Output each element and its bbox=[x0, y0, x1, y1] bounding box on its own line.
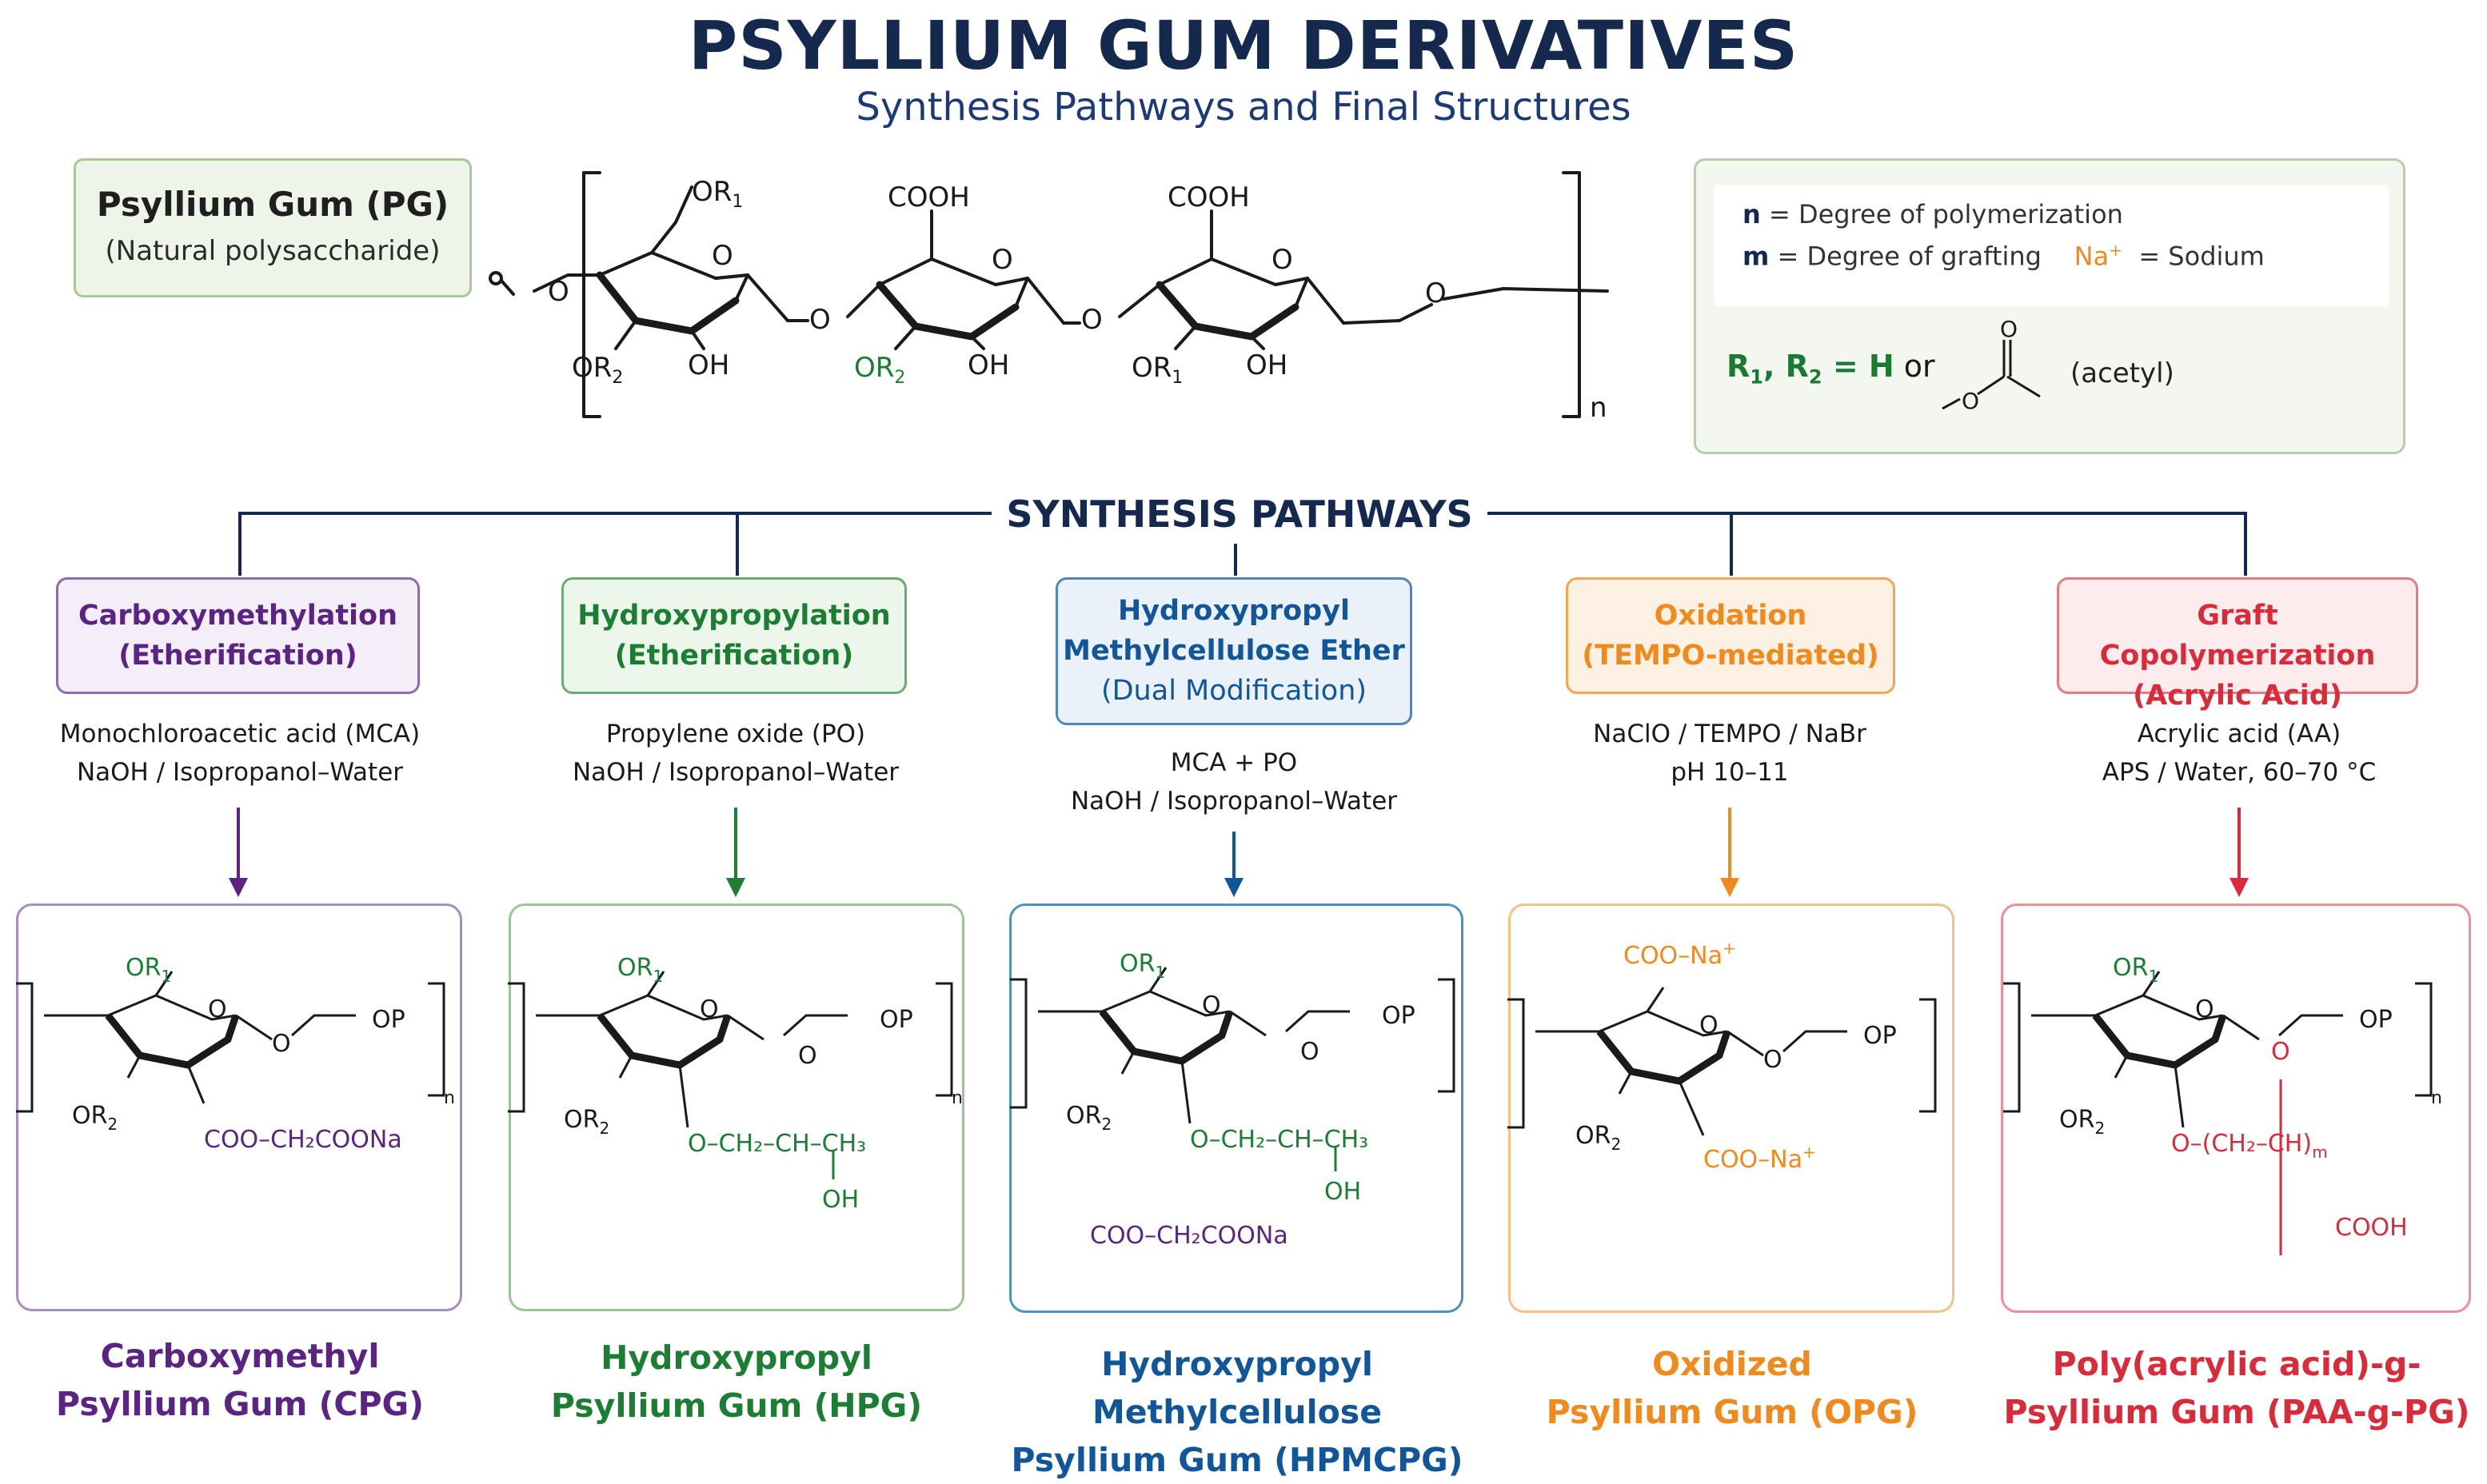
structure-paa-g-pg: OR1 O O OP OR2 O–(CH₂–CH)m COOH n bbox=[2003, 954, 2442, 1255]
pg-o-link-1: O bbox=[809, 304, 831, 336]
hpmcpg-substituent: O–CH₂–CH–CH₃ bbox=[1190, 1126, 1368, 1154]
structure-box-opg bbox=[1508, 904, 1954, 1313]
svg-text:O: O bbox=[2195, 995, 2214, 1023]
pg-o-end: O bbox=[1425, 277, 1447, 309]
diagram-page: PSYLLIUM GUM DERIVATIVES Synthesis Pathw… bbox=[0, 6, 2471, 1479]
svg-text:OR2: OR2 bbox=[564, 1106, 609, 1138]
reagents-paa-g-pg: Acrylic acid (AA)APS / Water, 60–70 °C bbox=[2102, 720, 2377, 787]
pg-o-1: O bbox=[548, 276, 569, 308]
svg-text:OP: OP bbox=[372, 1006, 405, 1034]
svg-text:O: O bbox=[1300, 1038, 1319, 1066]
svg-text:n: n bbox=[444, 1088, 455, 1108]
pg-oh-b: OH bbox=[968, 349, 1009, 381]
psyllium-gum-description: (Natural polysaccharide) bbox=[105, 235, 441, 267]
pathway-arrows bbox=[229, 808, 2249, 897]
svg-text:OR1: OR1 bbox=[617, 954, 663, 986]
method-box-graft-copolymerization: Graft Copolymerization(Acrylic Acid) bbox=[2057, 577, 2418, 712]
psyllium-gum-box: Psyllium Gum (PG) (Natural polysaccharid… bbox=[74, 158, 472, 297]
psyllium-gum-structure: O OR1 O OR2 OH O COOH O OR2 OH O COOH O … bbox=[489, 171, 1609, 424]
svg-text:OP: OP bbox=[880, 1006, 913, 1034]
method-box-oxidation: Oxidation(TEMPO-mediated) bbox=[1566, 577, 1895, 694]
page-subtitle: Synthesis Pathways and Final Structures bbox=[856, 85, 1631, 130]
pg-or2-b: OR2 bbox=[854, 352, 905, 388]
opg-substituent: COO–Na+ bbox=[1703, 1143, 1816, 1174]
pg-oh-a: OH bbox=[688, 349, 729, 381]
hpmcpg-substituent-2: COO–CH₂COONa bbox=[1090, 1222, 1288, 1250]
pg-oh-c: OH bbox=[1246, 349, 1287, 381]
structure-box-cpg bbox=[16, 904, 462, 1311]
pg-or1-a: OR1 bbox=[692, 176, 743, 212]
svg-text:COO–Na+: COO–Na+ bbox=[1623, 939, 1736, 970]
derivative-structures: OR1 O O OP OR2 COO–CH₂COONa n OR1 O O OP… bbox=[0, 939, 2442, 1255]
legend-n: n = Degree of polymerization bbox=[1742, 199, 2123, 229]
svg-text:O: O bbox=[272, 1030, 291, 1058]
structure-box-hpg bbox=[509, 904, 964, 1311]
acetyl-label: (acetyl) bbox=[2070, 357, 2174, 389]
pg-o-link-2: O bbox=[1081, 304, 1103, 336]
legend-box: n = Degree of polymerization m = Degree … bbox=[1694, 158, 2405, 454]
cpg-substituent: COO–CH₂COONa bbox=[204, 1126, 402, 1154]
svg-text:COOH: COOH bbox=[2335, 1214, 2408, 1242]
svg-text:OR1: OR1 bbox=[1120, 950, 1165, 982]
acetyl-o: O bbox=[1962, 388, 1979, 414]
acetyl-structure: O O bbox=[1942, 321, 2041, 414]
legend-m: m = Degree of grafting Na+ = Sodium bbox=[1742, 241, 2265, 272]
svg-text:O: O bbox=[1699, 1011, 1719, 1039]
pg-ring-o-3: O bbox=[1271, 244, 1293, 276]
svg-text:O: O bbox=[1763, 1046, 1782, 1074]
svg-text:OR1: OR1 bbox=[126, 954, 171, 986]
svg-text:O: O bbox=[208, 995, 227, 1023]
svg-text:OR2: OR2 bbox=[72, 1102, 118, 1134]
svg-text:OR2: OR2 bbox=[2059, 1106, 2105, 1138]
pathway-connectors bbox=[238, 512, 2247, 576]
synthesis-pathways-label: SYNTHESIS PATHWAYS bbox=[992, 493, 1487, 536]
pg-ring-o-2: O bbox=[992, 244, 1013, 276]
svg-text:O: O bbox=[798, 1042, 817, 1070]
legend-r-groups: R1, R2 = H or bbox=[1727, 349, 1935, 389]
pg-cooh-b: COOH bbox=[1168, 182, 1250, 213]
reagents-cpg: Monochloroacetic acid (MCA)NaOH / Isopro… bbox=[59, 720, 421, 787]
pg-or2-a: OR2 bbox=[572, 352, 623, 388]
svg-text:O: O bbox=[1202, 991, 1221, 1019]
svg-text:OP: OP bbox=[1863, 1022, 1897, 1050]
structure-hpmcpg: OR1 O O OP OR2 O–CH₂–CH–CH₃ OH COO–CH₂CO… bbox=[1010, 950, 1455, 1250]
svg-text:OP: OP bbox=[1382, 1002, 1415, 1030]
svg-text:n: n bbox=[952, 1088, 963, 1108]
legend-inner: n = Degree of polymerization m = Degree … bbox=[1714, 185, 2389, 306]
svg-text:OR1: OR1 bbox=[2113, 954, 2158, 986]
svg-text:O: O bbox=[2271, 1038, 2290, 1066]
pg-ring-o-1: O bbox=[712, 240, 733, 272]
svg-text:OR2: OR2 bbox=[1575, 1122, 1621, 1154]
product-name-paa-g-pg: Poly(acrylic acid)-g-Psyllium Gum (PAA-g… bbox=[2003, 1345, 2470, 1431]
structure-cpg: OR1 O O OP OR2 COO–CH₂COONa n bbox=[16, 954, 455, 1154]
structure-box-paa-g-pg bbox=[2001, 904, 2471, 1313]
psyllium-gum-name: Psyllium Gum (PG) bbox=[96, 185, 449, 224]
acetyl-o-top: O bbox=[2000, 321, 2018, 342]
svg-text:OH: OH bbox=[1324, 1178, 1361, 1206]
method-box-carboxymethylation: Carboxymethylation(Etherification) bbox=[56, 577, 420, 694]
structure-opg: COO–Na+ O O OP OR2 COO–Na+ bbox=[1507, 939, 1937, 1174]
structure-hpg: OR1 O O OP OR2 O–CH₂–CH–CH₃ OH n bbox=[508, 954, 963, 1214]
pg-n-label: n bbox=[1590, 392, 1607, 424]
pg-cooh-a: COOH bbox=[888, 182, 970, 213]
hpg-substituent: O–CH₂–CH–CH₃ bbox=[688, 1130, 866, 1158]
svg-text:OH: OH bbox=[822, 1186, 859, 1214]
svg-text:OR2: OR2 bbox=[1066, 1102, 1112, 1134]
svg-text:n: n bbox=[2431, 1088, 2442, 1108]
svg-text:OP: OP bbox=[2359, 1006, 2393, 1034]
reagents-hpg: Propylene oxide (PO)NaOH / Isopropanol–W… bbox=[572, 720, 900, 787]
pg-or1-b: OR1 bbox=[1132, 352, 1183, 388]
page-title: PSYLLIUM GUM DERIVATIVES bbox=[688, 6, 1799, 85]
method-box-hydroxypropylation: Hydroxypropylation(Etherification) bbox=[561, 577, 907, 694]
svg-text:O: O bbox=[700, 995, 719, 1023]
paa-substituent: O–(CH₂–CH)m bbox=[2171, 1130, 2328, 1162]
